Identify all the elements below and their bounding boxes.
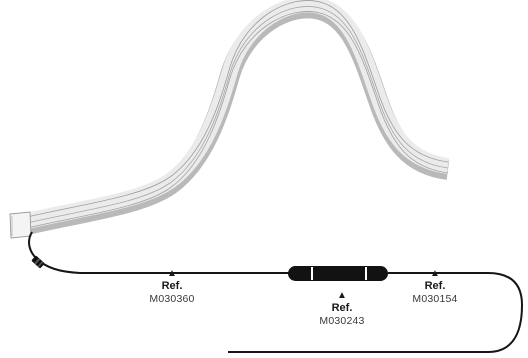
ref-label-m030154: ▲ Ref. M030154	[395, 268, 475, 305]
led-strip-body	[12, 0, 450, 232]
led-strip-line-3	[13, 11, 449, 232]
feed-cable	[28, 231, 290, 274]
ref-title: Ref.	[331, 302, 353, 314]
ref-code: M030154	[412, 292, 458, 305]
ref-code: M030360	[149, 292, 195, 305]
strip-end-cap	[9, 211, 32, 239]
ref-label-m030243: ▲ Ref. M030243	[302, 290, 382, 327]
ref-code: M030243	[319, 314, 365, 327]
triangle-marker-icon: ▲	[430, 268, 440, 279]
triangle-marker-icon: ▲	[167, 268, 177, 279]
ref-title: Ref.	[424, 280, 446, 292]
led-strip-line-2	[13, 6, 449, 227]
plug-connector	[31, 256, 45, 268]
led-strip-line-1	[13, 0, 449, 221]
triangle-marker-icon: ▲	[337, 290, 347, 301]
ref-label-m030360: ▲ Ref. M030360	[132, 268, 212, 305]
ref-title: Ref.	[161, 280, 183, 292]
inline-connector	[288, 266, 388, 281]
return-cable	[228, 272, 524, 353]
